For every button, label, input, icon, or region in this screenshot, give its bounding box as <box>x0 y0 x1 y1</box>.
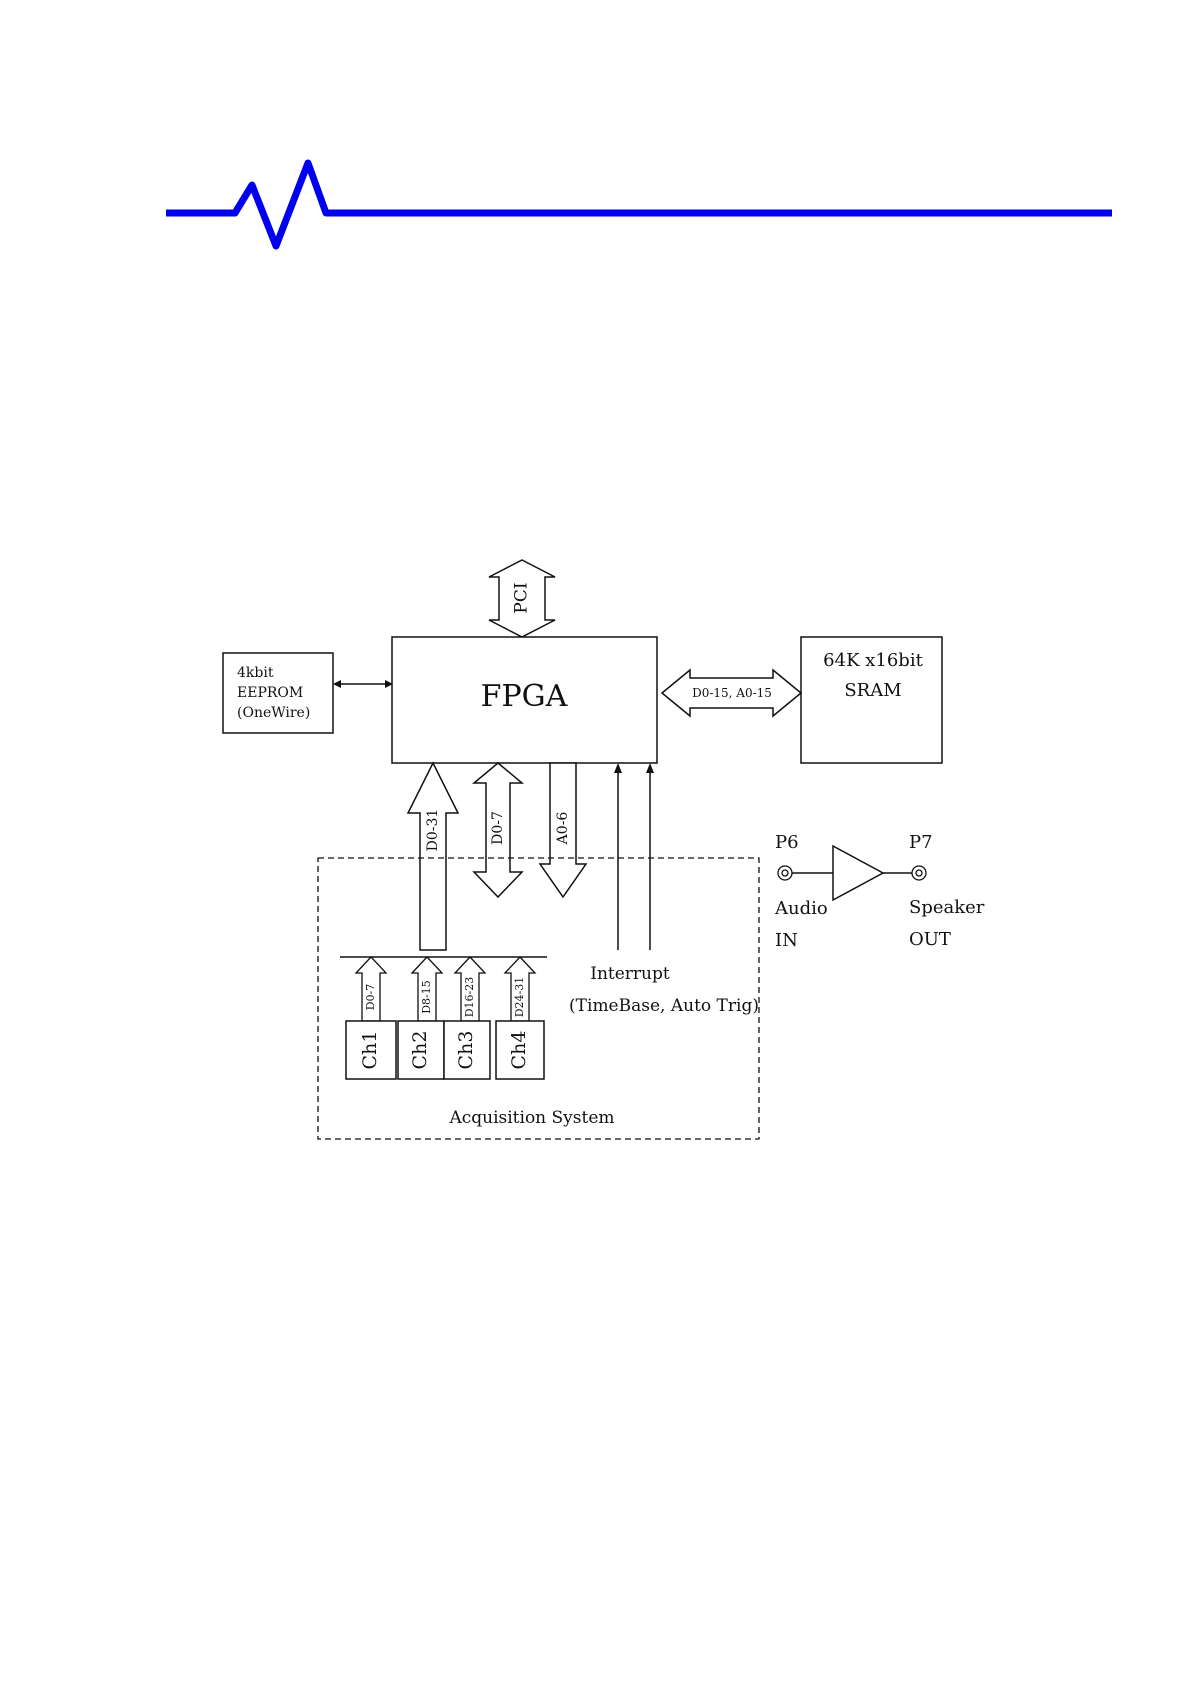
sram-label-line2: SRAM <box>844 680 901 701</box>
ch2-label: Ch2 <box>409 1031 431 1070</box>
d0-31-label: D0-31 <box>425 809 441 852</box>
d0-7-bus-arrow: D0-7 <box>474 763 522 897</box>
pci-bus-arrow: PCI <box>489 560 555 637</box>
speaker-out-label-line2: OUT <box>909 929 951 950</box>
audio-in-label-line2: IN <box>775 930 798 951</box>
channel-ch2: D8-15 Ch2 <box>398 957 444 1079</box>
acquisition-label: Acquisition System <box>448 1108 614 1128</box>
audio-in-jack-icon <box>778 866 792 880</box>
eeprom-label-line3: (OneWire) <box>237 705 310 721</box>
ch1-bus-label: D0-7 <box>364 984 377 1011</box>
eeprom-fpga-link <box>333 680 393 688</box>
sram-bus-arrow: D0-15, A0-15 <box>662 670 801 716</box>
eeprom-block: 4kbit EEPROM (OneWire) <box>223 653 333 733</box>
audio-in-label-line1: Audio <box>774 898 828 919</box>
eeprom-label-line1: 4kbit <box>237 665 274 681</box>
ch1-label: Ch1 <box>359 1031 381 1070</box>
eeprom-label-line2: EEPROM <box>237 685 303 701</box>
fpga-block: FPGA <box>392 637 657 763</box>
d0-7-label: D0-7 <box>490 811 506 845</box>
amplifier-triangle-icon <box>833 846 883 900</box>
p6-label: P6 <box>775 832 799 853</box>
channel-ch3: D16-23 Ch3 <box>444 957 490 1079</box>
ch3-bus-label: D16-23 <box>463 977 476 1018</box>
sram-block: 64K x16bit SRAM <box>801 637 942 763</box>
ch4-label: Ch4 <box>508 1031 530 1070</box>
ch3-label: Ch3 <box>455 1031 477 1070</box>
ch4-bus-label: D24-31 <box>513 977 526 1018</box>
sram-bus-label: D0-15, A0-15 <box>692 686 772 700</box>
pci-label: PCI <box>512 582 532 613</box>
audio-amplifier: P6 P7 Audio IN Speaker OUT <box>774 832 985 951</box>
fpga-label: FPGA <box>481 679 568 714</box>
a0-6-bus-arrow: A0-6 <box>540 763 586 897</box>
speaker-out-jack-icon <box>912 866 926 880</box>
speaker-out-label-line1: Speaker <box>909 897 985 918</box>
interrupt-label: Interrupt <box>590 964 670 984</box>
channel-ch4: D24-31 Ch4 <box>496 957 544 1079</box>
interrupt-sub-label: (TimeBase, Auto Trig) <box>569 996 759 1016</box>
sram-label-line1: 64K x16bit <box>823 650 923 671</box>
ch2-bus-label: D8-15 <box>420 980 433 1014</box>
a0-6-label: A0-6 <box>555 812 571 846</box>
channel-ch1: D0-7 Ch1 <box>346 957 396 1079</box>
interrupt-lines: Interrupt (TimeBase, Auto Trig) <box>569 763 759 1016</box>
p7-label: P7 <box>909 832 933 853</box>
d0-31-bus-arrow: D0-31 <box>408 763 458 950</box>
